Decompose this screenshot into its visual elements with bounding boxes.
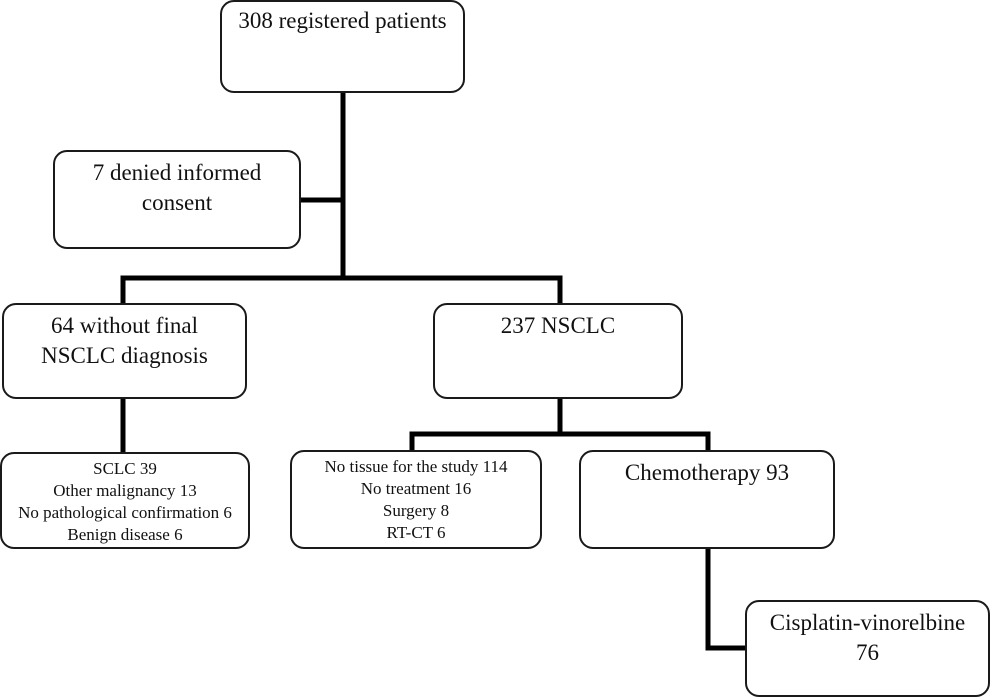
exclusion-no-treatment: No treatment 16 xyxy=(360,479,472,498)
exclusion-surgery: Surgery 8 xyxy=(382,501,450,520)
box-cisplatin-vinorelbine: Cisplatin-vinorelbine 76 xyxy=(745,600,990,697)
box-chemotherapy: Chemotherapy 93 xyxy=(579,450,835,549)
no-diagnosis-line-1: 64 without final xyxy=(51,313,198,338)
box-registered-patients: 308 registered patients xyxy=(220,0,465,93)
exclusion-rt-ct: RT-CT 6 xyxy=(386,523,446,542)
box-exclusions-diagnosis: SCLC 39 Other malignancy 13 No pathologi… xyxy=(0,452,250,549)
exclusion-no-tissue: No tissue for the study 114 xyxy=(324,457,508,476)
exclusion-no-pathological: No pathological confirmation 6 xyxy=(18,503,232,522)
denied-line-1: 7 denied informed xyxy=(92,160,262,185)
exclusion-sclc: SCLC 39 xyxy=(93,459,157,478)
denied-line-2: consent xyxy=(141,190,213,215)
exclusion-other-malignancy: Other malignancy 13 xyxy=(53,481,197,500)
cisplatin-line-2: 76 xyxy=(856,640,879,665)
no-diagnosis-line-2: NSCLC diagnosis xyxy=(41,343,208,368)
box-without-diagnosis: 64 without final NSCLC diagnosis xyxy=(2,303,247,399)
box-exclusions-nsclc: No tissue for the study 114 No treatment… xyxy=(290,450,542,549)
nsclc-line-1: 237 NSCLC xyxy=(500,313,616,338)
chemo-line-1: Chemotherapy 93 xyxy=(624,460,790,485)
cisplatin-line-1: Cisplatin-vinorelbine xyxy=(769,610,966,635)
box-denied-consent: 7 denied informed consent xyxy=(53,150,301,249)
exclusion-benign: Benign disease 6 xyxy=(67,525,183,544)
box-nsclc: 237 NSCLC xyxy=(433,303,683,399)
registered-line-1: 308 registered patients xyxy=(238,8,447,33)
